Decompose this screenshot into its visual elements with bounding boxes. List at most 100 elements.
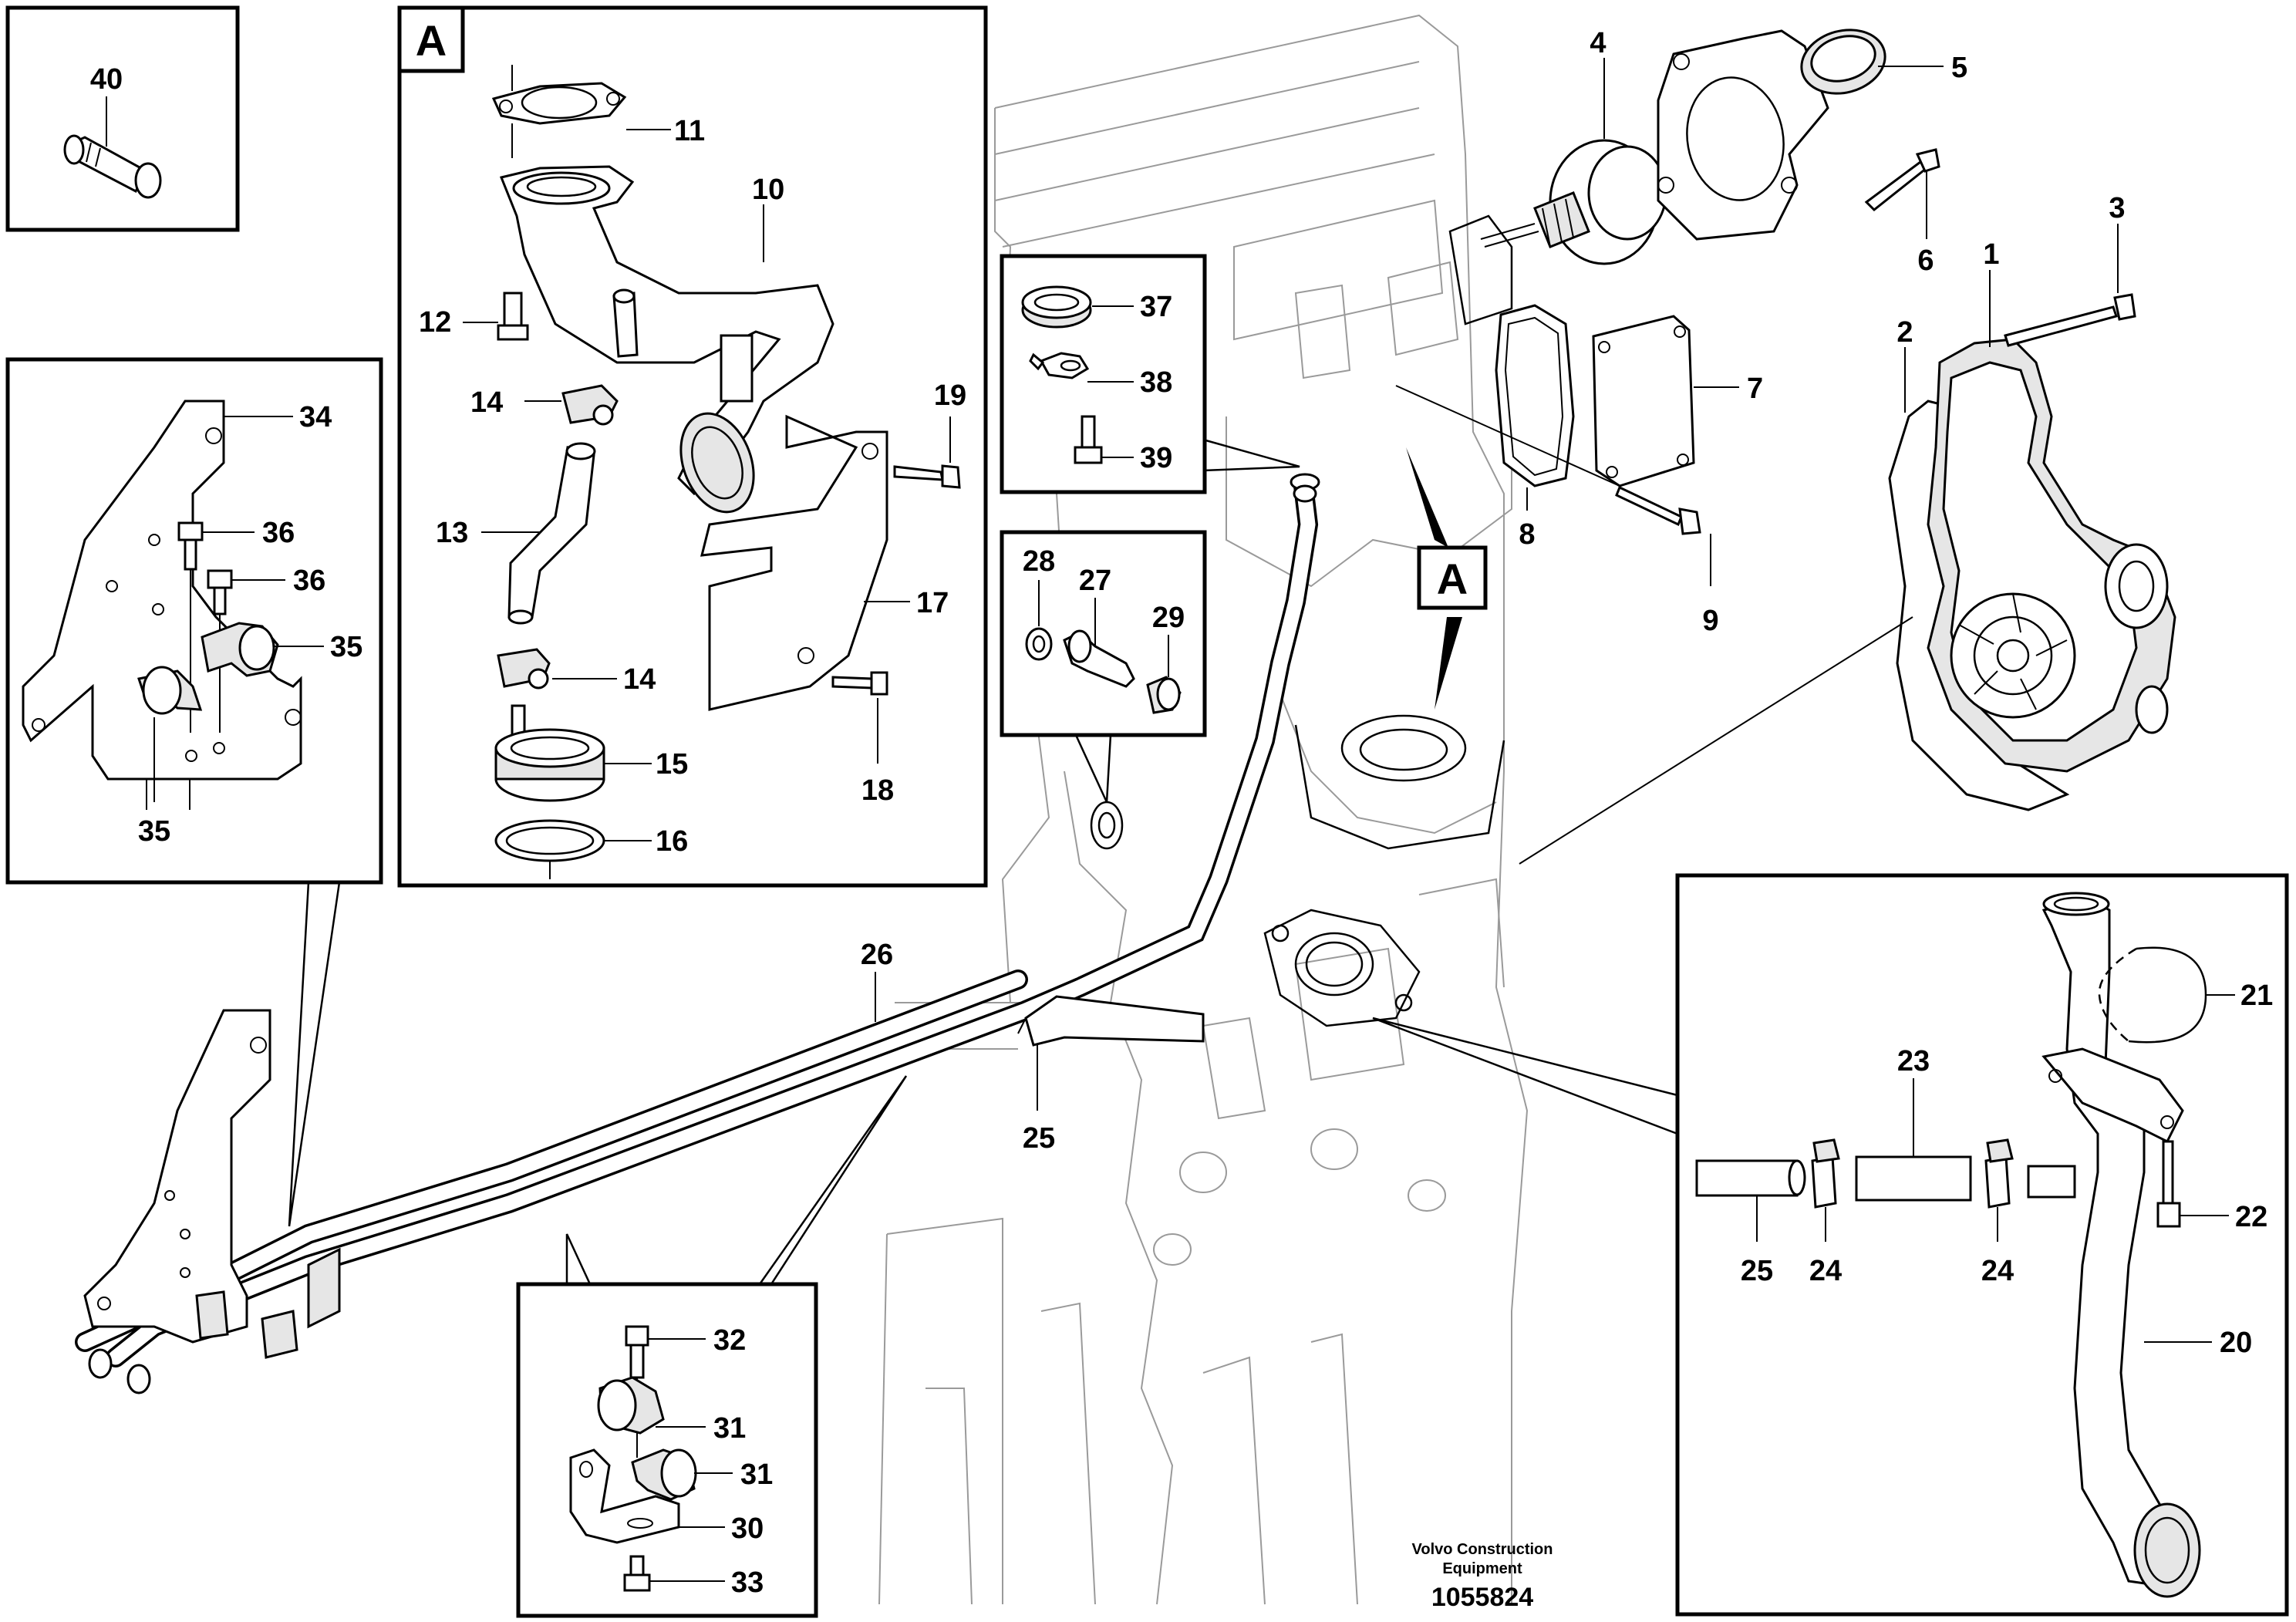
label-23: 23 bbox=[1897, 1045, 1930, 1077]
label-25-engine: 25 bbox=[1023, 1122, 1055, 1155]
block-gasket-plate bbox=[1448, 214, 1513, 325]
thermostat-housing-5 bbox=[1657, 29, 1886, 241]
label-24-right: 24 bbox=[1981, 1255, 2014, 1287]
bolt-18 bbox=[831, 671, 888, 696]
box-parts-27-29: 28 27 29 bbox=[1000, 530, 1207, 803]
label-26: 26 bbox=[861, 939, 893, 971]
label-22: 22 bbox=[2235, 1201, 2267, 1233]
adapter-fitting-40 bbox=[63, 134, 162, 199]
coolant-pipe-20 bbox=[2041, 892, 2201, 1598]
cover-plate-7 bbox=[1592, 315, 1695, 487]
hose-clamp-14-lower bbox=[497, 648, 551, 690]
box-parts-20-25: 25 24 23 24 bbox=[1372, 873, 2289, 1617]
bolt-12 bbox=[497, 292, 529, 341]
hose-clamp-14-upper bbox=[561, 384, 619, 426]
label-3: 3 bbox=[2109, 192, 2125, 224]
bolt-3 bbox=[2004, 293, 2136, 347]
hose-25-engine bbox=[1017, 995, 1205, 1047]
label-15: 15 bbox=[656, 748, 688, 781]
callout-a-engine-marker: A bbox=[1406, 447, 1488, 710]
label-10: 10 bbox=[752, 174, 784, 206]
label-17: 17 bbox=[916, 587, 949, 619]
label-31-upper: 31 bbox=[713, 1412, 746, 1445]
label-8: 8 bbox=[1519, 518, 1535, 551]
label-16: 16 bbox=[656, 825, 688, 858]
hose-13 bbox=[507, 442, 596, 625]
label-33: 33 bbox=[731, 1566, 764, 1599]
hose-25-detail bbox=[1695, 1159, 1806, 1197]
label-34: 34 bbox=[299, 401, 332, 433]
box-parts-30-33: 32 31 31 30 33 bbox=[516, 1075, 908, 1618]
bolt-36-b bbox=[207, 569, 233, 733]
pipe-bracket-lower bbox=[83, 1009, 341, 1359]
label-6: 6 bbox=[1917, 244, 1934, 277]
coolant-pipe-10 bbox=[499, 165, 834, 514]
nut-33 bbox=[623, 1555, 651, 1592]
box-part-40: 40 bbox=[5, 5, 240, 232]
washer-38 bbox=[1029, 352, 1090, 379]
bolt-39 bbox=[1074, 415, 1103, 464]
box-parts-37-39: 37 38 39 bbox=[1000, 254, 1300, 494]
label-35-lower: 35 bbox=[138, 815, 170, 848]
seal-37 bbox=[1021, 285, 1092, 329]
label-25-detail: 25 bbox=[1741, 1255, 1773, 1287]
bolt-19 bbox=[893, 464, 961, 489]
label-27: 27 bbox=[1079, 565, 1111, 597]
label-14-lower: 14 bbox=[623, 663, 656, 696]
label-4: 4 bbox=[1590, 27, 1606, 59]
bolt-9 bbox=[1615, 485, 1701, 535]
fitting-seal-on-block bbox=[1090, 801, 1124, 850]
bolt-6 bbox=[1864, 148, 1940, 212]
bracket-30 bbox=[569, 1448, 680, 1544]
company-name-line2: Equipment bbox=[1442, 1560, 1522, 1577]
drawing-number: 1055824 bbox=[1431, 1583, 1533, 1612]
label-13: 13 bbox=[436, 517, 468, 549]
label-18: 18 bbox=[861, 774, 894, 807]
plug-29 bbox=[1146, 676, 1182, 714]
bolt-32 bbox=[625, 1325, 649, 1458]
box-bracket-34: 34 36 36 35 35 bbox=[5, 357, 383, 1227]
label-12: 12 bbox=[419, 306, 451, 339]
label-28: 28 bbox=[1023, 545, 1055, 578]
label-14-upper: 14 bbox=[470, 386, 503, 419]
company-name-line1: Volvo Construction bbox=[1412, 1541, 1553, 1558]
water-pump-1 bbox=[1927, 338, 2176, 773]
hose-23 bbox=[1855, 1155, 1972, 1202]
nipple-27 bbox=[1063, 629, 1135, 688]
vent-hose-fitting bbox=[612, 288, 639, 358]
engine-block-outline bbox=[878, 14, 1529, 1605]
washer-28 bbox=[1025, 627, 1053, 661]
label-36-a: 36 bbox=[262, 517, 295, 549]
clamp-35-upper bbox=[201, 622, 279, 677]
label-30: 30 bbox=[731, 1512, 764, 1545]
label-36-b: 36 bbox=[293, 565, 325, 597]
clamp-31-lower bbox=[631, 1448, 697, 1501]
label-31-lower: 31 bbox=[740, 1458, 773, 1491]
label-35-upper: 35 bbox=[330, 631, 362, 663]
label-20: 20 bbox=[2220, 1327, 2252, 1359]
label-9: 9 bbox=[1702, 605, 1718, 637]
callout-a-box-label: A bbox=[416, 16, 447, 65]
label-7: 7 bbox=[1747, 373, 1763, 405]
gasket-8 bbox=[1495, 304, 1575, 487]
label-39: 39 bbox=[1140, 442, 1172, 474]
label-21: 21 bbox=[2240, 980, 2273, 1012]
label-38: 38 bbox=[1140, 366, 1172, 399]
hose-clamp-24-right bbox=[1984, 1138, 2014, 1209]
label-19: 19 bbox=[934, 379, 966, 412]
water-pump-flange-on-block bbox=[1263, 909, 1421, 1027]
label-29: 29 bbox=[1152, 602, 1185, 634]
detail-box-a: A 11 10 12 bbox=[397, 5, 988, 888]
label-24-left: 24 bbox=[1809, 1255, 1842, 1287]
label-40: 40 bbox=[90, 63, 123, 96]
thermostat-4 bbox=[1480, 139, 1667, 265]
bolt-22 bbox=[2156, 1140, 2181, 1228]
hose-clamp-24-left bbox=[1811, 1138, 1840, 1209]
gasket-11 bbox=[491, 82, 627, 125]
connector-15 bbox=[494, 704, 605, 802]
label-2: 2 bbox=[1896, 316, 1913, 349]
svg-text:A: A bbox=[1437, 555, 1468, 603]
label-37: 37 bbox=[1140, 291, 1172, 323]
label-32: 32 bbox=[713, 1324, 746, 1357]
